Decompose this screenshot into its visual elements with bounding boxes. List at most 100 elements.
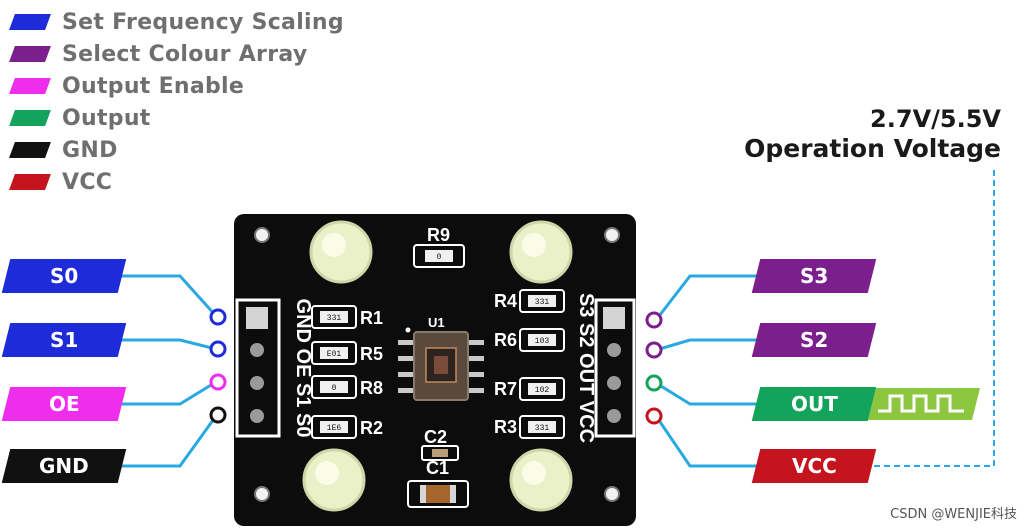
- label-r5: R5: [360, 344, 383, 364]
- r5-outline: [311, 341, 357, 365]
- r6-body: [528, 334, 556, 346]
- label-u1: U1: [428, 315, 445, 330]
- r4-body: [528, 295, 556, 307]
- legend-label: Output Enable: [62, 73, 245, 99]
- label-c1: C1: [426, 458, 449, 478]
- header-pin: [607, 409, 621, 423]
- r5-code: E01: [327, 350, 342, 359]
- r8-code: 0: [332, 384, 337, 393]
- c2-outline: [421, 445, 459, 461]
- header-pin: [607, 343, 621, 357]
- pin-tag-out: OUT: [751, 387, 877, 421]
- r6-outline: [519, 328, 565, 352]
- mount-hole: [254, 227, 270, 243]
- label-r8: R8: [360, 378, 383, 398]
- pin-tag-label: S3: [799, 264, 829, 288]
- ic-pin1-dot: [405, 327, 411, 333]
- legend: Set Frequency Scaling Select Colour Arra…: [6, 6, 344, 198]
- left-header-outline: [235, 298, 281, 438]
- resistor-outlines: [311, 244, 565, 439]
- label-r1: R1: [360, 308, 383, 328]
- legend-label: Set Frequency Scaling: [62, 9, 344, 35]
- r4-code: 331: [535, 298, 550, 307]
- right-header-silk: S3 S2 OUT VCC: [575, 293, 597, 443]
- led-glare: [522, 233, 546, 257]
- legend-item-colour-array: Select Colour Array: [6, 38, 344, 70]
- wire-s2: [655, 338, 760, 352]
- r8-body: [320, 381, 348, 393]
- wire-out: [655, 381, 760, 406]
- legend-item-gnd: GND: [6, 134, 344, 166]
- pin-ring-s2: [645, 341, 663, 359]
- ic-lead: [466, 340, 484, 345]
- pin-ring-gnd: [209, 406, 227, 424]
- pin-tag-label: OUT: [790, 392, 838, 416]
- header-pin: [607, 376, 621, 390]
- legend-label: Output: [62, 105, 151, 131]
- wire-gnd: [114, 415, 218, 468]
- pin-tag-label: S2: [799, 328, 829, 352]
- ic-sensor-core: [434, 356, 448, 374]
- legend-label: Select Colour Array: [62, 41, 308, 67]
- c1-body: [420, 485, 456, 503]
- c1-outline: [407, 480, 469, 508]
- left-wires: [114, 274, 218, 468]
- r2-body: [320, 421, 348, 433]
- legend-item-frequency-scaling: Set Frequency Scaling: [6, 6, 344, 38]
- r9-code: 0: [437, 253, 442, 262]
- legend-item-output-enable: Output Enable: [6, 70, 344, 102]
- label-r6: R6: [494, 330, 517, 350]
- mount-hole: [604, 227, 620, 243]
- ic-lead: [466, 372, 484, 377]
- r5-body: [320, 347, 348, 359]
- pin-rings: [209, 308, 663, 425]
- pin-tag-vcc: VCC: [751, 449, 877, 483]
- wire-vcc: [654, 415, 760, 468]
- r9-body: [425, 250, 453, 262]
- pin-tag-gnd: GND: [1, 449, 127, 483]
- led-glare: [315, 461, 339, 485]
- r1-body: [320, 311, 348, 323]
- pin-tag-s1: S1: [1, 323, 127, 357]
- ic-leads: [398, 340, 484, 393]
- r4-outline: [519, 289, 565, 313]
- r9-outline: [413, 244, 465, 268]
- ic-lead: [466, 356, 484, 361]
- left-header-silk: GND OE S1 S0: [292, 299, 314, 438]
- label-r7: R7: [494, 379, 517, 399]
- right-header-pins: [603, 307, 625, 423]
- wire-s3: [654, 274, 760, 321]
- right-wires: [654, 274, 760, 468]
- header-pin: [250, 409, 264, 423]
- legend-item-vcc: VCC: [6, 166, 344, 198]
- wire-oe: [114, 380, 217, 406]
- header-pin: [250, 376, 264, 390]
- wire-s0: [118, 274, 218, 318]
- legend-label: VCC: [62, 169, 113, 195]
- r7-outline: [519, 377, 565, 401]
- pin-tag-s2: S2: [751, 323, 877, 357]
- r6-code: 103: [535, 337, 550, 346]
- header-pin: [603, 307, 625, 329]
- resistor-codes: 0 331 E01 0 1E6 331 103 102 331: [327, 253, 550, 433]
- pin-ring-out: [645, 374, 663, 392]
- label-r2: R2: [360, 418, 383, 438]
- pin-tag-s3: S3: [751, 259, 877, 293]
- legend-label: GND: [62, 137, 118, 163]
- mount-hole: [254, 486, 270, 502]
- r2-code: 1E6: [327, 424, 342, 433]
- r7-body: [528, 383, 556, 395]
- header-pin: [246, 307, 268, 329]
- left-header-pins: [246, 307, 268, 423]
- voltage-range: 2.7V/5.5V: [870, 105, 1001, 133]
- led-glare: [522, 461, 546, 485]
- r3-outline: [519, 415, 565, 439]
- output-waveform-tag: [868, 388, 980, 420]
- ic-lead: [398, 372, 416, 377]
- r2-outline: [311, 415, 357, 439]
- leds: [302, 220, 573, 512]
- pin-ring-s0: [209, 308, 227, 326]
- c1-terminal: [450, 485, 456, 503]
- ic-lead: [398, 388, 416, 393]
